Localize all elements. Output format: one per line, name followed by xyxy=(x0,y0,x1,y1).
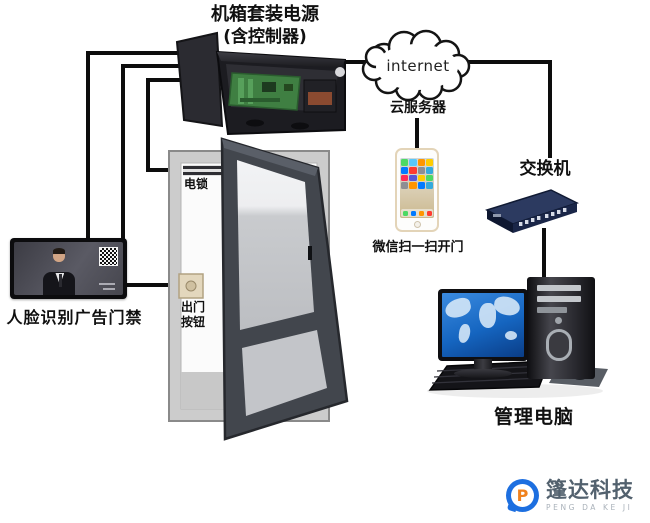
wire-controller-to-face-terminal xyxy=(88,51,180,55)
wire-cloud-to-phone xyxy=(415,118,419,154)
phone xyxy=(395,148,439,232)
controller-box xyxy=(175,31,346,136)
logo-letter: P xyxy=(511,484,534,507)
controller-title-line2: (含控制器) xyxy=(223,26,307,47)
face-terminal-label: 人脸识别广告门禁 xyxy=(6,308,143,327)
company-logo: P 篷达科技 PENG DA KE JI xyxy=(506,477,634,513)
tower-grill xyxy=(546,329,572,361)
phone-app-grid xyxy=(401,159,433,189)
monitor-base xyxy=(454,369,512,378)
internet-label: internet xyxy=(386,57,450,75)
cable-gland xyxy=(335,67,345,77)
wire-lock-h xyxy=(146,168,178,172)
cloud-server-label: 云服务器 xyxy=(390,100,446,116)
electric-lock-label: 电锁 xyxy=(184,177,209,191)
drive-bay xyxy=(537,285,581,291)
power-button xyxy=(555,317,562,324)
internet-cloud xyxy=(361,29,471,102)
logo-icon: P xyxy=(506,479,539,513)
face-terminal-screen xyxy=(14,242,123,295)
phone-home-button xyxy=(413,221,421,228)
wire-controller-to-lock xyxy=(148,78,180,82)
wechat-scan-label: 微信扫一扫开门 xyxy=(372,240,464,255)
logo-text-cn: 篷达科技 xyxy=(546,477,634,502)
wire-internet-to-switch-v xyxy=(548,60,552,158)
wire-controller-to-lock-v xyxy=(146,78,150,172)
switch-device xyxy=(485,189,579,233)
switch-label: 交换机 xyxy=(519,159,571,179)
controller-title: 机箱套装电源 (含控制器) xyxy=(160,4,370,48)
wire-controller-to-internet xyxy=(320,60,374,64)
wire-switch-to-pc xyxy=(542,228,546,284)
door xyxy=(168,137,349,441)
door-glass-upper xyxy=(237,160,314,330)
management-pc-label: 管理电脑 xyxy=(493,406,574,428)
pc-monitor-screen xyxy=(442,293,524,357)
door-handle xyxy=(308,246,312,260)
wire-controller-to-exit-button xyxy=(123,64,180,68)
door-glass-lower xyxy=(242,330,327,416)
wire-controller-to-exit-button-v xyxy=(121,64,125,242)
drive-bay xyxy=(537,296,581,302)
wire-exit-button-h xyxy=(118,283,178,287)
pc-monitor xyxy=(438,289,528,361)
monitor-stand xyxy=(474,359,492,372)
electric-lock xyxy=(183,166,241,169)
pc-tower xyxy=(527,277,595,379)
phone-screen xyxy=(400,158,434,218)
wire-internet-to-switch-h xyxy=(464,60,552,64)
controller-lid xyxy=(175,31,224,128)
phone-dock xyxy=(401,209,433,217)
wire-controller-to-face-terminal-v xyxy=(86,51,90,241)
logo-text-en: PENG DA KE JI xyxy=(546,502,633,512)
qr-code xyxy=(98,246,118,266)
face-terminal xyxy=(10,238,127,299)
controller-title-line1: 机箱套装电源 xyxy=(211,4,319,25)
exit-button-label: 出门 按钮 xyxy=(180,300,205,329)
